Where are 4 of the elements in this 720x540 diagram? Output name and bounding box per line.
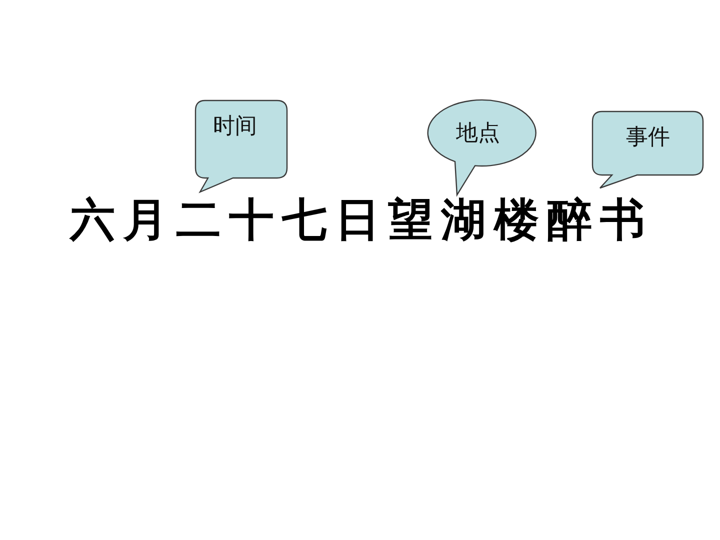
speech-bubble: 时间 — [195, 100, 288, 193]
speech-bubble: 事件 — [592, 111, 704, 189]
title: 六月二十七日望湖楼醉书 — [70, 196, 654, 246]
speech-bubble: 地点 — [427, 99, 539, 196]
